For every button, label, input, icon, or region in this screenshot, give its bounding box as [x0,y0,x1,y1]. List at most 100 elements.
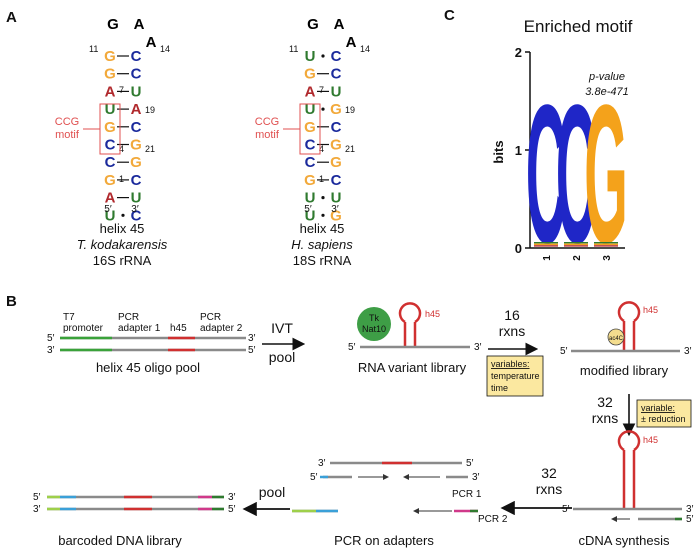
position-21: 21 [345,144,355,154]
three-prime-end: 3′ [684,346,692,357]
logo-x-tick: 3 [602,255,613,261]
step16-var-2: time [491,383,508,393]
loop-nucleotide-3: A [146,34,157,51]
stem-nucleotide: G [104,48,116,65]
three-prime-bottom: 3′ [47,345,55,356]
panel-label-b: B [6,293,17,310]
logo-y-tick: 0 [515,241,522,256]
caption-helix: helix 45 [100,221,145,236]
five-prime-end: 5′ [304,204,312,215]
step16-variables-box [486,355,544,397]
motif-label-line2: motif [255,129,280,141]
stem-nucleotide: C [331,66,342,83]
p-value: 3.8e-471 [585,86,628,98]
stem-nucleotide: G [104,66,116,83]
pcr1-label: PCR 1 [452,489,482,500]
motif-label-line1: CCG [255,116,279,128]
step16-count: 16 [504,307,520,323]
stem-nucleotide: U [331,83,342,100]
motif-label-line2: motif [55,129,80,141]
panel-label-a: A [6,9,17,26]
caption-species: T. kodakarensis [77,237,168,252]
three-prime-top: 3′ [318,458,326,469]
stem-nucleotide: G [104,119,116,136]
logo-minor-letter [594,243,618,245]
stem-nucleotide: U [305,101,316,118]
pcr2-label: PCR 2 [478,514,508,525]
loop-nucleotide-2: A [134,16,145,33]
stem-nucleotide: G [130,154,142,171]
five-prime-primer: 5′ [310,472,318,483]
stem-nucleotide: U [331,190,342,207]
ac4c-label: ac4C [609,336,624,342]
pcr2-label-1: PCR [200,312,221,323]
stem-nucleotide: U [131,190,142,207]
stem-nucleotide: G [130,137,142,154]
pcr1-label-2: adapter 1 [118,323,161,334]
three-prime-primer: 3′ [472,472,480,483]
loop-nucleotide-3: A [346,34,357,51]
stem-nucleotide: A [105,83,116,100]
logo-minor-letter [564,242,588,244]
three-prime-top: 3′ [228,492,236,503]
stem-nucleotide: C [331,48,342,65]
logo-minor-letter [534,245,558,247]
stem-nucleotide: U [305,207,316,224]
position-7: 7 [119,85,124,95]
stem-nucleotide: C [105,154,116,171]
stem-nucleotide: C [131,119,142,136]
five-prime-end: 5′ [562,504,570,515]
three-prime-bottom: 3′ [33,504,41,515]
tk-nat10-enzyme [357,307,391,341]
stem-nucleotide: G [330,137,342,154]
logo-y-label: bits [491,140,506,163]
h45-label: h45 [643,435,658,445]
hairpin [398,302,422,346]
motif-label-line1: CCG [55,116,79,128]
rna-library-caption: RNA variant library [358,360,467,375]
position-11: 11 [289,44,298,54]
stem-nucleotide: A [131,101,142,118]
loop-nucleotide-1: G [107,16,119,33]
step32b-count: 32 [541,465,557,481]
stem-nucleotide: G [304,66,316,83]
three-prime-end: 3′ [686,504,694,515]
wobble-pair-dot [321,54,325,58]
five-prime-bottom: 5′ [228,504,236,515]
h45-label: h45 [425,309,440,319]
oligo-pool-caption: helix 45 oligo pool [96,360,200,375]
position-19: 19 [145,105,155,115]
stem-nucleotide: C [131,207,142,224]
hairpin [617,430,641,508]
stem-nucleotide: G [330,154,342,171]
p-value-label: p-value [588,71,625,83]
position-14: 14 [360,44,370,54]
step16-rxns: rxns [499,323,525,339]
stem-nucleotide: C [131,48,142,65]
step32a-var-title: variable: [641,403,675,413]
logo-letter: G [584,64,628,284]
stem-nucleotide: C [305,137,316,154]
cdna-synthesis: h45 5′ 3′ 5′ cDNA synthesis [562,430,694,548]
logo-letter: C [556,64,596,284]
logo-y-tick: 2 [515,45,522,60]
stem-nucleotide: U [105,207,116,224]
logo-title: Enriched motif [524,17,633,36]
h45-label: h45 [643,305,658,315]
stem-nucleotide: C [305,154,316,171]
stem-nucleotide: C [331,119,342,136]
position-4: 4 [119,144,124,154]
position-14: 14 [160,44,170,54]
three-prime-end: 3′ [131,204,139,215]
position-4: 4 [319,144,324,154]
caption-helix: helix 45 [300,221,345,236]
stem-nucleotide: C [131,172,142,189]
stem-nucleotide: G [304,119,316,136]
stem-nucleotide: A [305,83,316,100]
step32a-variable-box [636,399,692,428]
barcoded-dna-library: 5′ 3′ 3′ 5′ barcoded DNA library [33,492,236,548]
